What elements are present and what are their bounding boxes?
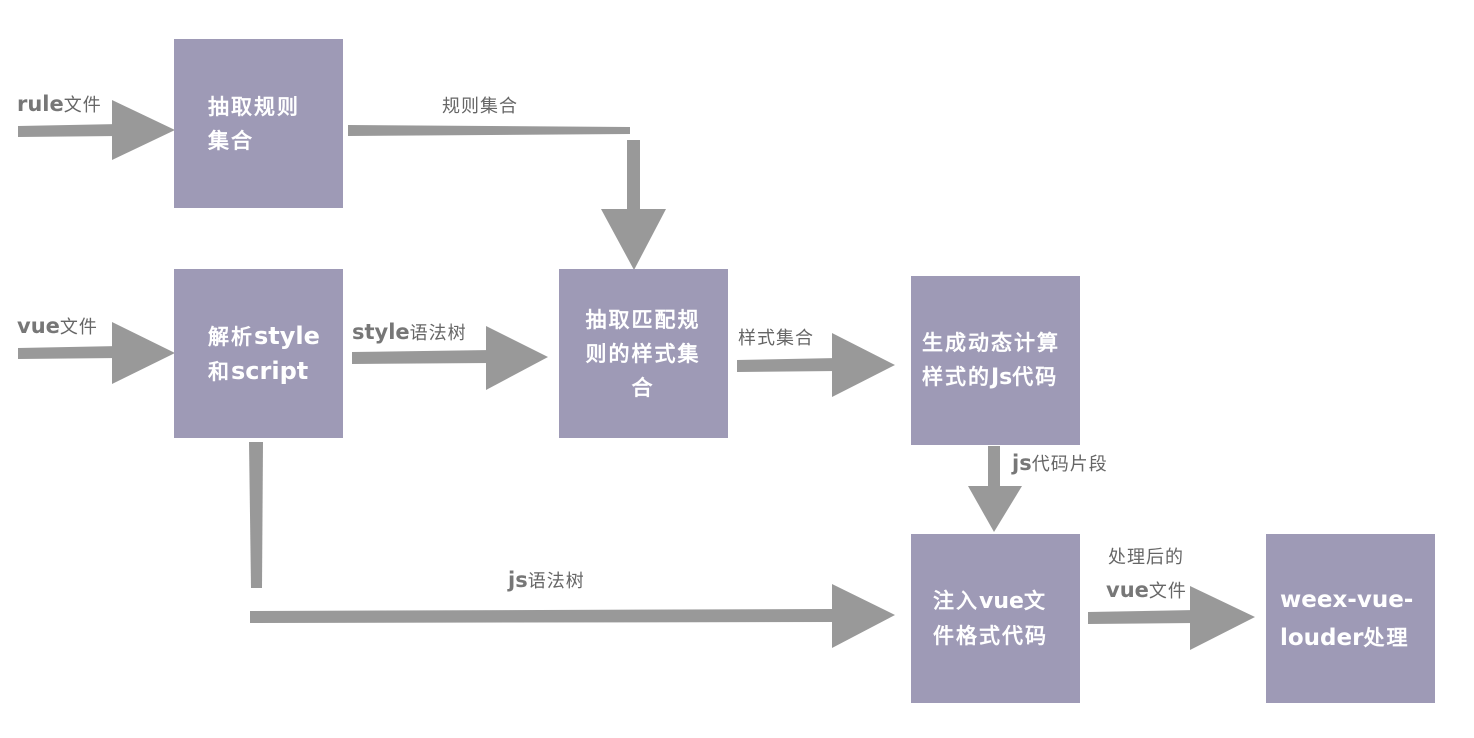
parse-style-word: style [254,321,320,350]
arrow-style-ast [352,326,548,390]
label-vue-word: vue [17,314,60,338]
label-processed-text: 处理后的 [1108,547,1184,568]
inject-prefix: 注入 [933,589,979,613]
label-js-ast: js语法树 [508,567,585,593]
arrow-parse-down [249,442,263,588]
label-rule-word: rule [17,92,64,116]
arrow-js-ast [250,584,895,648]
box-extract-rules: 抽取规则集合 [174,39,343,208]
label-style-ast-zh: 语法树 [409,323,467,344]
label-processed-line1: 处理后的 [1108,543,1184,569]
arrow-style-set [737,333,895,397]
inject-vue-word: vue [979,589,1024,614]
box-generate: 生成动态计算样式的Js代码 [911,276,1080,445]
box-extract-rules-text: 抽取规则集合 [208,90,308,158]
label-rule-set: 规则集合 [442,92,518,118]
generate-prefix: 生成动态计算样式的 [922,331,1060,389]
box-weex-text: weex-vue-louder处理 [1280,581,1425,657]
extract-rules-label: 抽取规则集合 [208,94,300,153]
label-js-ast-word: js [508,568,528,592]
label-processed-file-zh: 文件 [1148,581,1187,602]
box-extract-match: 抽取匹配规则的样式集合 [559,269,728,438]
parse-script-word: script [231,356,309,385]
parse-and: 和 [208,359,231,384]
arrow-ruleset-down [601,140,666,270]
weex-suffix: 处理 [1363,625,1410,650]
box-generate-text: 生成动态计算样式的Js代码 [922,326,1070,395]
arrow-rule-to-extract [18,100,175,160]
box-inject-text: 注入vue文件格式代码 [933,584,1068,653]
label-rule-set-text: 规则集合 [442,96,518,117]
label-style-set-text: 样式集合 [738,328,814,349]
label-style-set: 样式集合 [738,324,814,350]
box-weex: weex-vue-louder处理 [1266,534,1435,703]
label-processed-vue-word: vue [1106,578,1149,602]
box-inject: 注入vue文件格式代码 [911,534,1080,703]
label-js-fragment: js代码片段 [1012,450,1108,476]
arrow-processed [1088,586,1255,650]
generate-js-word: Js [991,365,1013,390]
box-parse: 解析style 和script [174,269,343,438]
arrow-ruleset-line [348,125,630,136]
arrow-vue-to-parse [18,322,175,384]
label-rule-file-zh: 文件 [63,95,102,116]
label-js-ast-zh: 语法树 [527,571,585,592]
label-style-ast: style语法树 [352,319,467,345]
label-style-word: style [352,320,410,344]
label-js-word: js [1012,451,1032,475]
box-parse-text: 解析style 和script [208,319,320,389]
weex-word: weex-vue-louder [1280,586,1414,651]
label-js-fragment-zh: 代码片段 [1031,454,1108,475]
parse-prefix: 解析 [208,324,254,349]
inject-suffix: 文件格式代码 [933,589,1048,648]
label-processed-line2: vue文件 [1106,577,1187,603]
label-vue-file-zh: 文件 [59,317,98,338]
extract-match-label: 抽取匹配规则的样式集合 [585,307,701,400]
arrow-js-fragment [968,446,1022,532]
generate-suffix: 代码 [1012,365,1059,389]
box-extract-match-text: 抽取匹配规则的样式集合 [577,303,709,405]
label-rule-file: rule文件 [17,91,102,117]
label-vue-file: vue文件 [17,313,98,339]
